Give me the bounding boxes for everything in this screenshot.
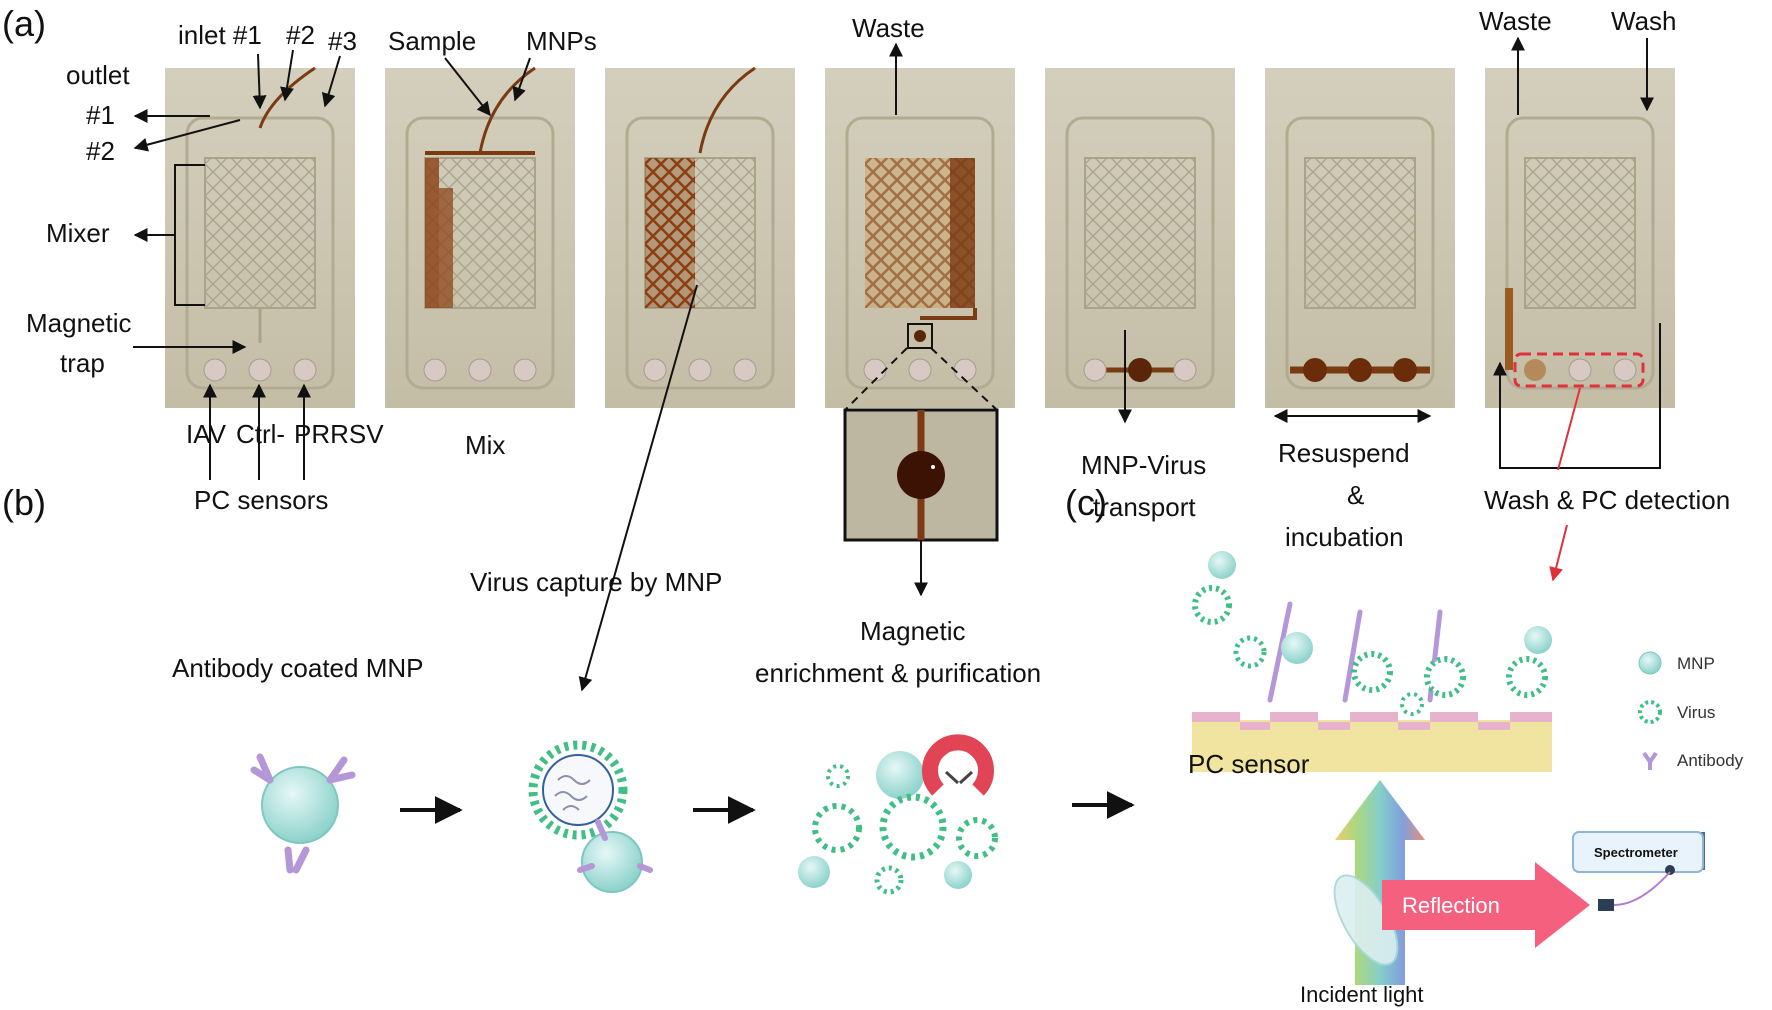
label-sample: Sample xyxy=(388,26,476,56)
panel-label-a: (a) xyxy=(2,3,46,44)
label-transport: transport xyxy=(1093,492,1196,522)
red-arrow xyxy=(1553,387,1581,580)
label-pc-sensors: PC sensors xyxy=(194,485,328,515)
label-mnp-virus: MNP-Virus xyxy=(1081,450,1206,480)
label-waste: Waste xyxy=(852,13,925,43)
label-wash-pc: Wash & PC detection xyxy=(1484,485,1730,515)
label-reflection: Reflection xyxy=(1402,893,1500,918)
legend-virus: Virus xyxy=(1677,703,1715,722)
label-waste-2: Waste xyxy=(1479,6,1552,36)
legend-antibody: Antibody xyxy=(1677,751,1744,770)
chip-photo-2 xyxy=(385,66,575,408)
chip-photo-3 xyxy=(605,66,795,408)
chip-photo-6 xyxy=(1265,68,1455,408)
label-mixer: Mixer xyxy=(46,218,110,248)
label-incubation: incubation xyxy=(1285,522,1404,552)
label-spectrometer: Spectrometer xyxy=(1594,845,1678,860)
panel-label-c: (c) xyxy=(1065,482,1107,523)
antibody-mnp-illustration xyxy=(250,753,356,874)
label-enrichment: enrichment & purification xyxy=(755,658,1041,688)
incident-light-beam xyxy=(1333,780,1425,985)
chip-photo-1 xyxy=(165,66,355,408)
label-magnetic-b: Magnetic xyxy=(860,616,966,646)
legend: MNP Virus Antibody xyxy=(1638,651,1744,770)
panel-a-arrows xyxy=(133,36,1654,692)
label-resuspend: Resuspend xyxy=(1278,438,1410,468)
label-iav: IAV xyxy=(186,419,227,449)
label-inlet-2: #2 xyxy=(286,20,315,50)
label-pc-sensor: PC sensor xyxy=(1188,749,1310,779)
virus-capture-illustration xyxy=(528,740,653,893)
chip-photo-7 xyxy=(1485,68,1675,469)
legend-mnp: MNP xyxy=(1677,654,1715,673)
spectrometer-device xyxy=(1572,831,1705,911)
label-mnps: MNPs xyxy=(526,26,597,56)
label-incident-light: Incident light xyxy=(1300,982,1424,1007)
chip-photo-5 xyxy=(1045,68,1235,408)
label-prrsv: PRRSV xyxy=(294,419,384,449)
label-outlet-2: #2 xyxy=(86,136,115,166)
label-mix: Mix xyxy=(465,430,505,460)
label-ctrl: Ctrl- xyxy=(236,419,285,449)
label-outlet: outlet xyxy=(66,60,130,90)
chip-photo-4 xyxy=(825,68,1015,408)
label-virus-capture: Virus capture by MNP xyxy=(470,567,722,597)
magnetic-enrichment-illustration xyxy=(798,734,998,895)
label-ampersand: & xyxy=(1347,480,1364,510)
zoom-inset xyxy=(843,347,999,542)
label-wash: Wash xyxy=(1611,6,1677,36)
panel-label-b: (b) xyxy=(2,482,46,523)
label-antibody-mnp: Antibody coated MNP xyxy=(172,653,423,683)
pc-sensor-illustration xyxy=(1192,551,1552,772)
label-inlet-3: #3 xyxy=(328,26,357,56)
label-trap: trap xyxy=(60,348,105,378)
label-magnetic: Magnetic xyxy=(26,308,132,338)
reflection-arrow xyxy=(1382,862,1590,948)
label-outlet-1: #1 xyxy=(86,100,115,130)
label-inlet-1: inlet #1 xyxy=(178,20,262,50)
